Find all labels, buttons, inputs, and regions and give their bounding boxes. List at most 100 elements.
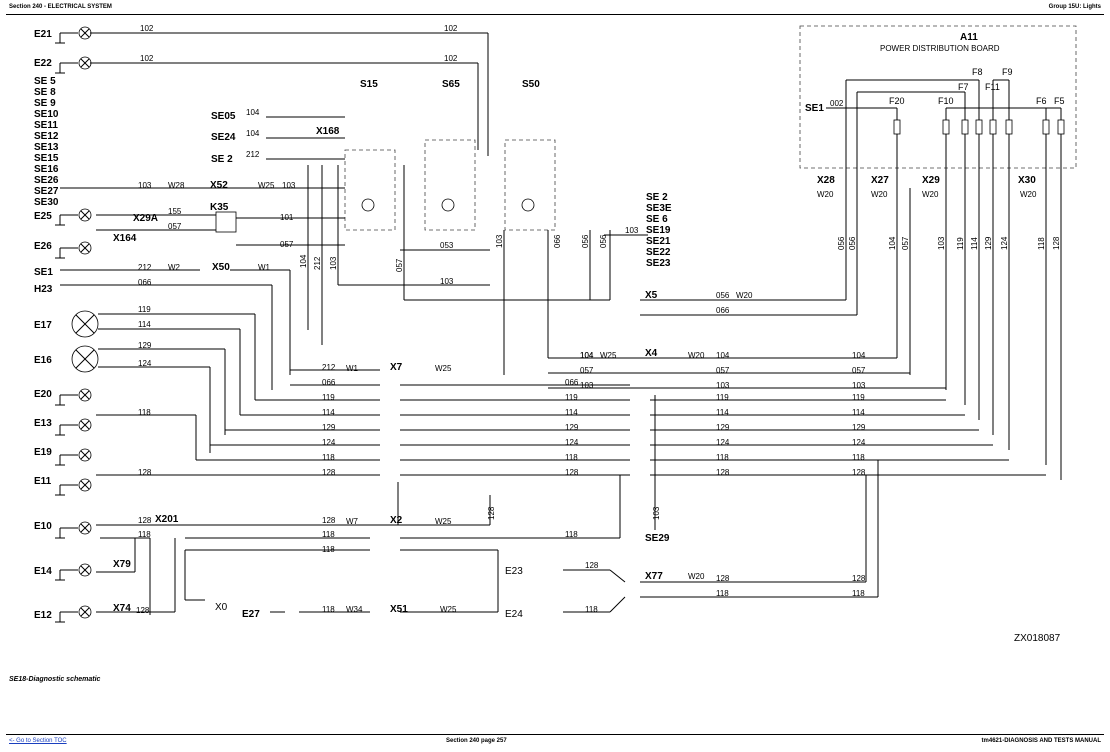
wire-w25-x52: W25 bbox=[258, 181, 275, 190]
right-se-se22: SE22 bbox=[646, 247, 671, 258]
fuse-label-f8: F8 bbox=[972, 67, 983, 77]
left-label-e11: E11 bbox=[34, 476, 52, 487]
wire-w25-x4: W25 bbox=[600, 351, 617, 360]
se29-label: SE29 bbox=[645, 533, 670, 544]
right-se-se21: SE21 bbox=[646, 236, 671, 247]
connector-x2: X2 bbox=[390, 515, 403, 526]
left-label-e10: E10 bbox=[34, 521, 52, 532]
lamp-wire-124: 124 bbox=[138, 359, 152, 368]
left-label-e17: E17 bbox=[34, 320, 52, 331]
connector-x4: X4 bbox=[645, 348, 658, 359]
harness-124-right: 124 bbox=[852, 438, 866, 447]
harness-066-left: 066 bbox=[322, 378, 336, 387]
fuse-label-f20: F20 bbox=[889, 96, 905, 106]
left-label-se13: SE13 bbox=[34, 142, 59, 153]
harness-104-r2: 104 bbox=[716, 351, 730, 360]
left-label-se12: SE12 bbox=[34, 131, 59, 142]
lamp-icon bbox=[78, 563, 92, 577]
connector-x7: X7 bbox=[390, 362, 403, 373]
headlamp-icon bbox=[71, 310, 99, 338]
harness-119-right: 119 bbox=[852, 393, 865, 402]
harness-057-r2: 057 bbox=[716, 366, 730, 375]
lamp-wire-118: 118 bbox=[138, 408, 151, 417]
wire-w1-x7: W1 bbox=[346, 364, 359, 373]
left-label-e12: E12 bbox=[34, 610, 52, 621]
wire-128-e10: 128 bbox=[138, 516, 152, 525]
lamp-wire-128: 128 bbox=[138, 468, 152, 477]
wire-w20-a: W20 bbox=[817, 190, 834, 199]
rvwire-0: 056 bbox=[837, 236, 846, 250]
wire-w20-c: W20 bbox=[922, 190, 939, 199]
vwire-066-mid: 066 bbox=[553, 234, 562, 248]
wire-212-se2: 212 bbox=[246, 150, 260, 159]
wire-103-se27: 103 bbox=[138, 181, 152, 190]
harness-057-r: 057 bbox=[580, 366, 594, 375]
left-label-e22: E22 bbox=[34, 58, 52, 69]
figure-id: ZX018087 bbox=[1014, 633, 1061, 644]
wire-w25-x51: W25 bbox=[440, 605, 457, 614]
harness-103-r2: 103 bbox=[716, 381, 730, 390]
fuse-label-f6: F6 bbox=[1036, 96, 1047, 106]
vwire-103-mid: 103 bbox=[495, 234, 504, 248]
wire-128-x77: 128 bbox=[716, 574, 730, 583]
left-label-se16: SE16 bbox=[34, 164, 59, 175]
wire-118-x2c: 118 bbox=[565, 530, 578, 539]
connector-x52: X52 bbox=[210, 180, 228, 191]
wire-w7: W7 bbox=[346, 517, 359, 526]
ground-e24: E24 bbox=[505, 609, 523, 620]
board-se-label: SE1 bbox=[805, 103, 824, 114]
switch-s15: S15 bbox=[360, 79, 378, 90]
section-toc-link[interactable]: <- Go to Section TOC bbox=[9, 738, 67, 744]
fuse-label-f10: F10 bbox=[938, 96, 954, 106]
left-label-h23: H23 bbox=[34, 284, 53, 295]
wire-102-c: 102 bbox=[140, 54, 154, 63]
switch-s50: S50 bbox=[522, 79, 540, 90]
rvwire-2: 104 bbox=[888, 236, 897, 250]
wire-w20-x77: W20 bbox=[688, 572, 705, 581]
connector-x51: X51 bbox=[390, 604, 408, 615]
wire-118-e24: 118 bbox=[585, 605, 598, 614]
wire-118-x201: 118 bbox=[138, 530, 151, 539]
fuse-label-f9: F9 bbox=[1002, 67, 1013, 77]
wire-128-x77b: 128 bbox=[852, 574, 866, 583]
fuse-f10 bbox=[942, 119, 950, 135]
left-label-se10: SE10 bbox=[34, 109, 59, 120]
connector-x79: X79 bbox=[113, 559, 131, 570]
connector-x74: X74 bbox=[113, 603, 131, 614]
footer-rule bbox=[6, 734, 1104, 735]
wire-w20-x5: W20 bbox=[736, 291, 753, 300]
wire-w1-x50: W1 bbox=[258, 263, 271, 272]
wire-066-h23: 066 bbox=[138, 278, 152, 287]
harness-118-left: 118 bbox=[322, 453, 335, 462]
board-name: POWER DISTRIBUTION BOARD bbox=[880, 44, 1000, 53]
left-label-e13: E13 bbox=[34, 418, 52, 429]
left-label-e21: E21 bbox=[34, 29, 52, 40]
se24-label: SE24 bbox=[211, 132, 236, 143]
wire-118-x2b: 118 bbox=[322, 545, 335, 554]
wire-w28: W28 bbox=[168, 181, 185, 190]
wire-w20-b: W20 bbox=[871, 190, 888, 199]
wire-057-k35: 057 bbox=[168, 222, 182, 231]
harness-212-left: 212 bbox=[322, 363, 336, 372]
wire-128-e23: 128 bbox=[585, 561, 599, 570]
right-se-se2: SE 2 bbox=[646, 192, 668, 203]
right-se-se23: SE23 bbox=[646, 258, 671, 269]
lamp-wire-114: 114 bbox=[138, 320, 151, 329]
connector-x50: X50 bbox=[212, 262, 230, 273]
section-header: Section 240 - ELECTRICAL SYSTEM bbox=[9, 4, 112, 10]
wire-128-x2: 128 bbox=[322, 516, 336, 525]
fuse-f20 bbox=[893, 119, 901, 135]
harness-128-mid: 128 bbox=[565, 468, 579, 477]
lamp-icon bbox=[78, 241, 92, 255]
connector-x164: X164 bbox=[113, 233, 137, 244]
fuse-f9 bbox=[1005, 119, 1013, 135]
rvwire-3: 057 bbox=[901, 236, 910, 250]
wire-w20-d: W20 bbox=[1020, 190, 1037, 199]
board-wire-002: 002 bbox=[830, 99, 844, 108]
harness-066-mid: 066 bbox=[565, 378, 579, 387]
fuse-f11 bbox=[989, 119, 997, 135]
rvwire-5: 119 bbox=[956, 237, 965, 250]
figure-caption: SE18-Diagnostic schematic bbox=[9, 676, 101, 683]
wire-103-x52: 103 bbox=[282, 181, 296, 190]
connector-x27: X27 bbox=[871, 175, 889, 186]
